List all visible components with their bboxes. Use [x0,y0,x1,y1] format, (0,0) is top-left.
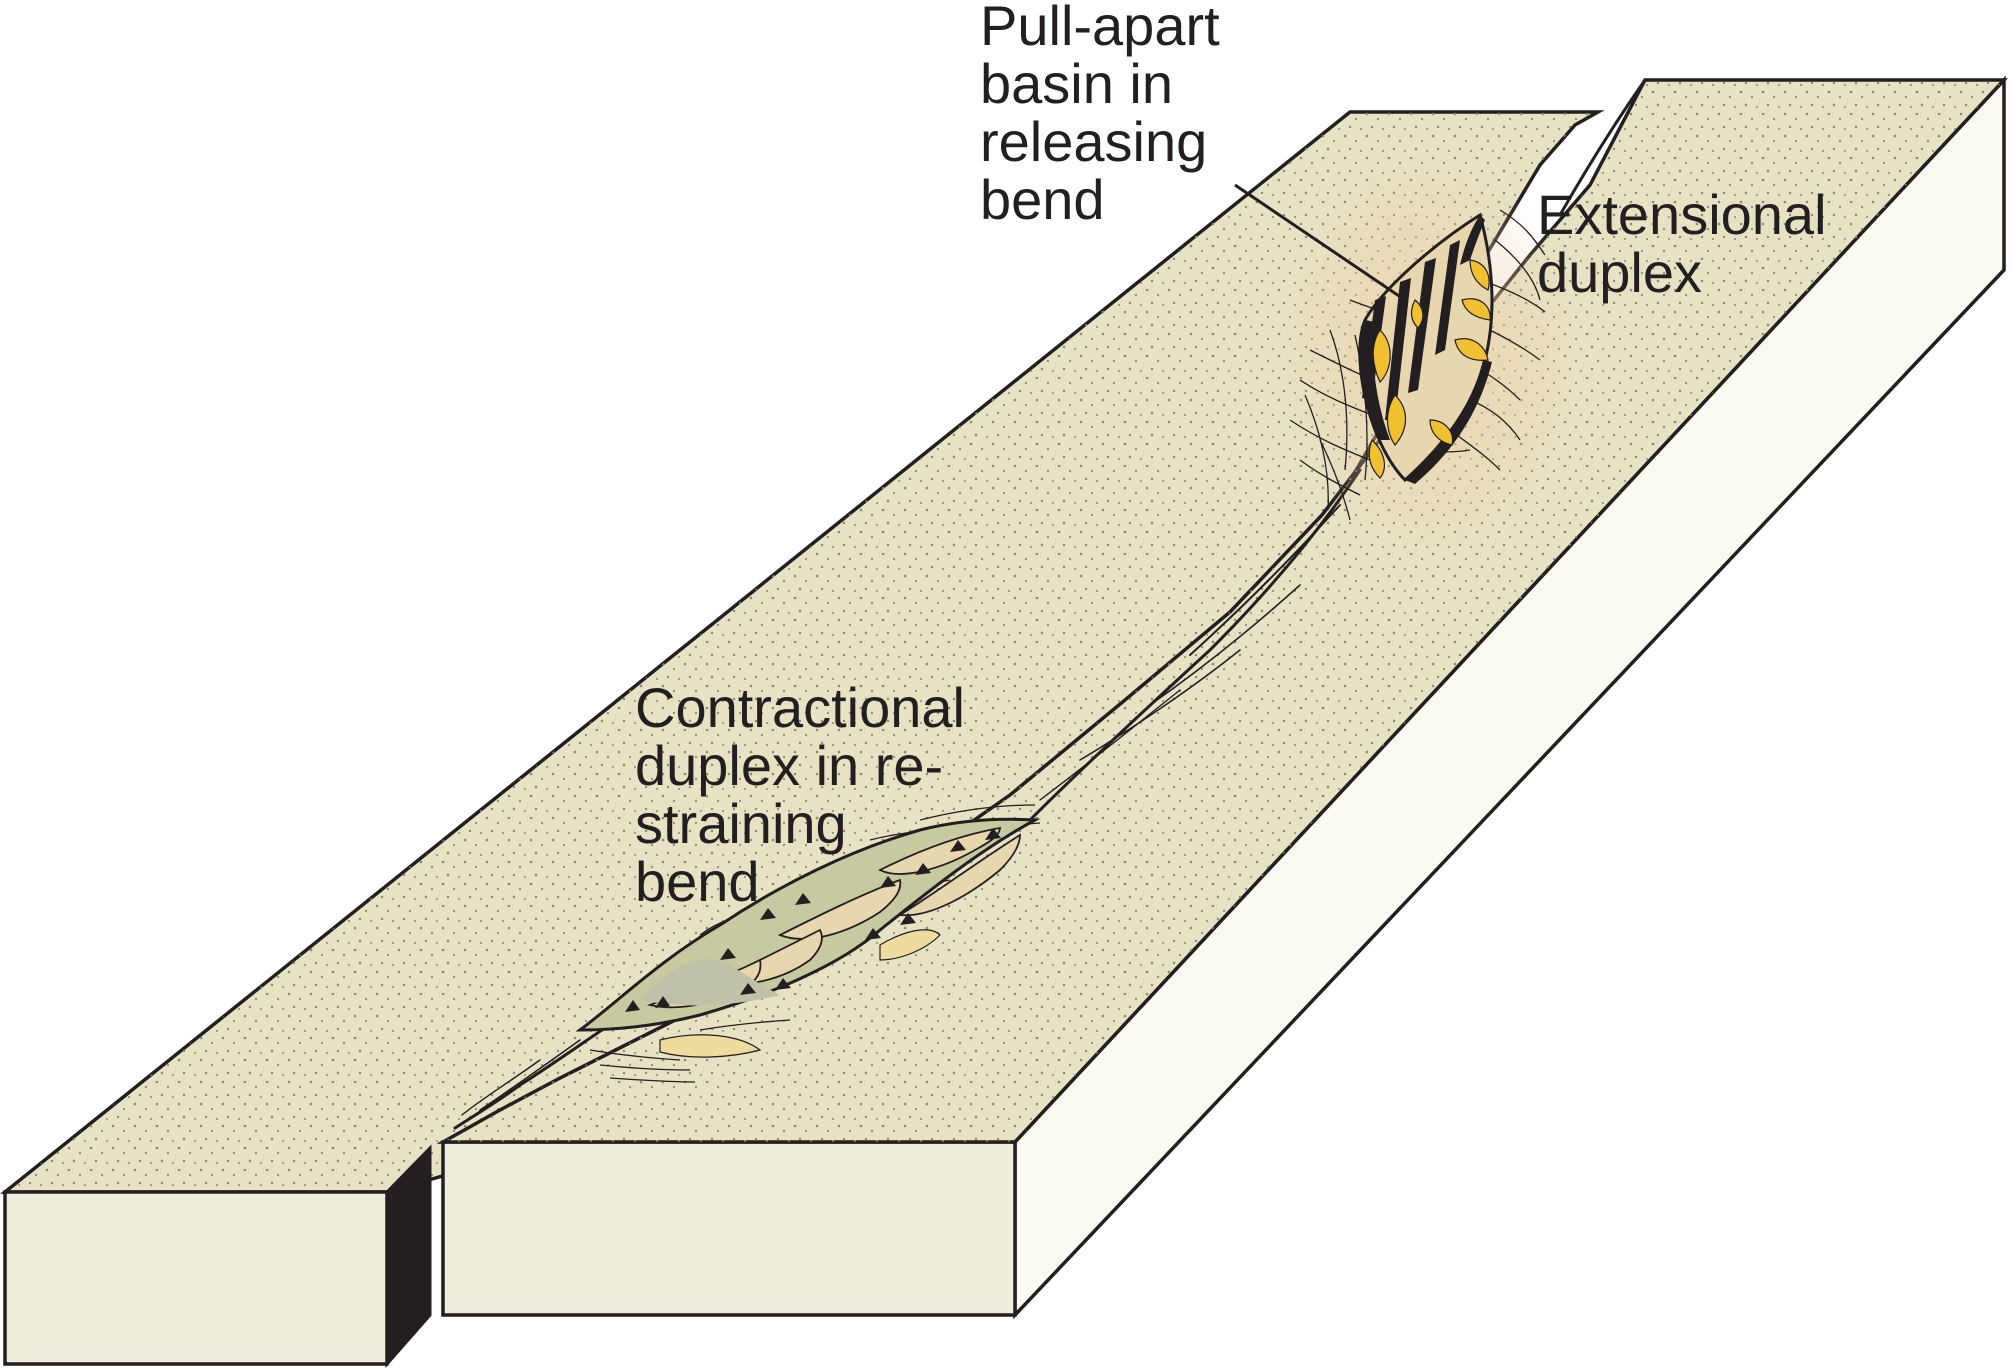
pull-apart-basin [1234,155,1580,555]
left-block-side [385,1144,432,1368]
contractional-label-line-1: Contractional [635,676,965,739]
right-block-top-stipple [443,80,2004,1142]
contractional-label-line-3: straining [635,792,847,855]
label-pull-apart-basin: Pull-apart basin in releasing bend [980,0,1220,231]
pull-apart-label-line-2: basin in [980,52,1173,115]
label-contractional-duplex: Contractional duplex in re- straining be… [635,676,965,913]
duplex-fans [659,929,941,1058]
left-block-front [3,1190,389,1366]
right-block [436,75,2009,1320]
label-extensional-duplex: Extensional duplex [1537,183,1827,304]
extensional-label-line-1: Extensional [1537,183,1827,246]
contractional-label-line-4: bend [635,850,760,913]
pull-apart-label-line-1: Pull-apart [980,0,1220,57]
thrust-teeth [625,828,1001,1012]
pull-apart-label-line-4: bend [980,168,1105,231]
left-block [0,110,1605,1368]
extensional-label-line-2: duplex [1537,241,1702,304]
contractional-label-line-2: duplex in re- [635,734,943,797]
basin-yellow-fans [1368,259,1491,479]
basin-stripes [1360,215,1492,484]
contractional-duplex [575,804,1041,1083]
pull-apart-leader-line [1234,183,1406,302]
pull-apart-label-line-3: releasing [980,110,1207,173]
right-block-front [441,1140,1017,1317]
left-block-top-stipple [5,112,1598,1192]
